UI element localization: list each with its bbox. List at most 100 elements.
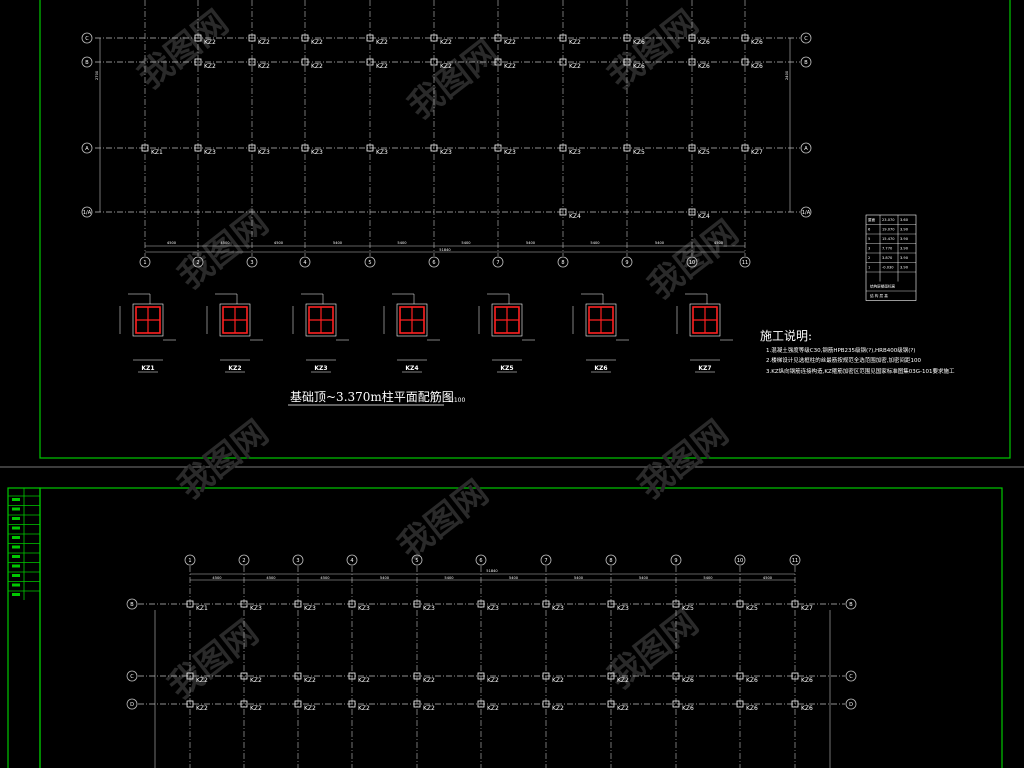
column-outline <box>585 303 617 337</box>
title-strip-mark <box>12 498 20 501</box>
column-mark <box>248 34 256 42</box>
axis-bubble-right <box>845 598 857 610</box>
axis-bubble-left <box>81 32 93 44</box>
column-detail-kz5: KZ5 <box>478 293 535 373</box>
title-strip-mark <box>12 564 20 568</box>
column-label: KZ2 <box>487 677 499 684</box>
column-label: KZ3 <box>358 605 370 612</box>
dimension-value: 5400 <box>333 241 343 245</box>
table-elevation: 19.070 <box>882 228 895 232</box>
dimension-value: 5400 <box>444 576 454 580</box>
column-label: KZ7 <box>751 149 763 156</box>
column-mark <box>559 34 567 42</box>
watermark-text: 我图网 <box>631 413 736 507</box>
axis-label-left: B <box>130 602 134 608</box>
column-mark <box>366 58 374 66</box>
watermark-text: 我图网 <box>391 473 496 567</box>
column-label: KZ3 <box>617 605 629 612</box>
column-outline <box>689 303 721 337</box>
watermark-text: 我图网 <box>161 613 266 707</box>
table-elevation: 23.070 <box>882 218 895 222</box>
column-mark <box>791 700 799 708</box>
column-label: KZ2 <box>304 677 316 684</box>
column-label: KZ3 <box>250 605 262 612</box>
watermark-text: 我图网 <box>601 3 706 97</box>
axis-label-left: C <box>130 674 134 680</box>
table-height: 3.60 <box>900 218 909 222</box>
grid-number: 11 <box>742 260 748 266</box>
column-label: KZ2 <box>376 63 388 70</box>
column-mark <box>348 700 356 708</box>
drawing-title: 基础顶~3.370m柱平面配筋图 <box>290 389 454 404</box>
column-mark <box>607 600 615 608</box>
column-label: KZ6 <box>746 705 758 712</box>
title-strip-mark <box>12 593 20 596</box>
column-label: KZ3 <box>440 149 452 156</box>
grid-bubble <box>364 256 376 268</box>
column-label: KZ6 <box>801 705 813 712</box>
column-label: KZ3 <box>504 149 516 156</box>
title-strip-mark <box>12 526 20 530</box>
grid-number: 10 <box>689 260 695 266</box>
table-floor: 1 <box>868 266 870 270</box>
axis-label-left: C <box>85 36 89 42</box>
grid-bubble <box>670 554 682 566</box>
axis-bubble-left <box>81 206 93 218</box>
column-mark <box>607 700 615 708</box>
column-label: KZ3 <box>311 149 323 156</box>
column-mark <box>736 600 744 608</box>
column-mark <box>194 144 202 152</box>
grid-number: 7 <box>496 260 499 266</box>
column-mark <box>607 672 615 680</box>
column-outline <box>491 303 523 337</box>
column-detail-name: KZ5 <box>500 365 513 372</box>
axis-bubble-right <box>800 206 812 218</box>
column-mark <box>240 700 248 708</box>
column-detail-kz6: KZ6 <box>572 293 629 373</box>
column-label: KZ3 <box>376 149 388 156</box>
column-mark <box>413 600 421 608</box>
axis-label-left: A <box>85 146 89 152</box>
column-mark <box>348 600 356 608</box>
notes-heading: 施工说明: <box>760 328 812 343</box>
column-label: KZ2 <box>250 677 262 684</box>
column-label: KZ2 <box>440 63 452 70</box>
axis-bubble-right <box>845 698 857 710</box>
column-mark <box>688 144 696 152</box>
column-mark <box>366 34 374 42</box>
axis-label-left: 1/A <box>83 210 92 216</box>
grid-bubble <box>475 554 487 566</box>
column-label: KZ6 <box>698 39 710 46</box>
grid-number: 1 <box>188 558 191 564</box>
axis-bubble-right <box>845 670 857 682</box>
axis-label-right: B <box>849 602 853 608</box>
grid-bubble <box>557 256 569 268</box>
grid-bubble <box>411 554 423 566</box>
column-mark <box>559 208 567 216</box>
column-detail-name: KZ3 <box>314 365 327 372</box>
column-mark <box>240 672 248 680</box>
table-elevation: 7.770 <box>882 247 893 251</box>
grid-bubble <box>292 554 304 566</box>
column-label: KZ3 <box>487 605 499 612</box>
grid-number: 6 <box>479 558 482 564</box>
column-label: KZ5 <box>633 149 645 156</box>
grid-number: 8 <box>609 558 612 564</box>
column-label: KZ2 <box>258 63 270 70</box>
column-label: KZ2 <box>304 705 316 712</box>
dimension-value: 4500 <box>212 576 222 580</box>
column-mark <box>542 600 550 608</box>
grid-bubble <box>492 256 504 268</box>
column-mark <box>430 144 438 152</box>
column-label: KZ5 <box>682 605 694 612</box>
column-mark <box>301 34 309 42</box>
title-strip-mark <box>12 517 20 520</box>
column-detail-name: KZ6 <box>594 365 607 372</box>
column-label: KZ2 <box>487 705 499 712</box>
notes-line-1: 1.混凝土强度等级C30,钢筋HPB235级钢(?),HRB400级钢(?) <box>766 346 915 354</box>
column-label: KZ6 <box>801 677 813 684</box>
column-label: KZ2 <box>504 63 516 70</box>
column-detail-name: KZ4 <box>405 365 418 372</box>
